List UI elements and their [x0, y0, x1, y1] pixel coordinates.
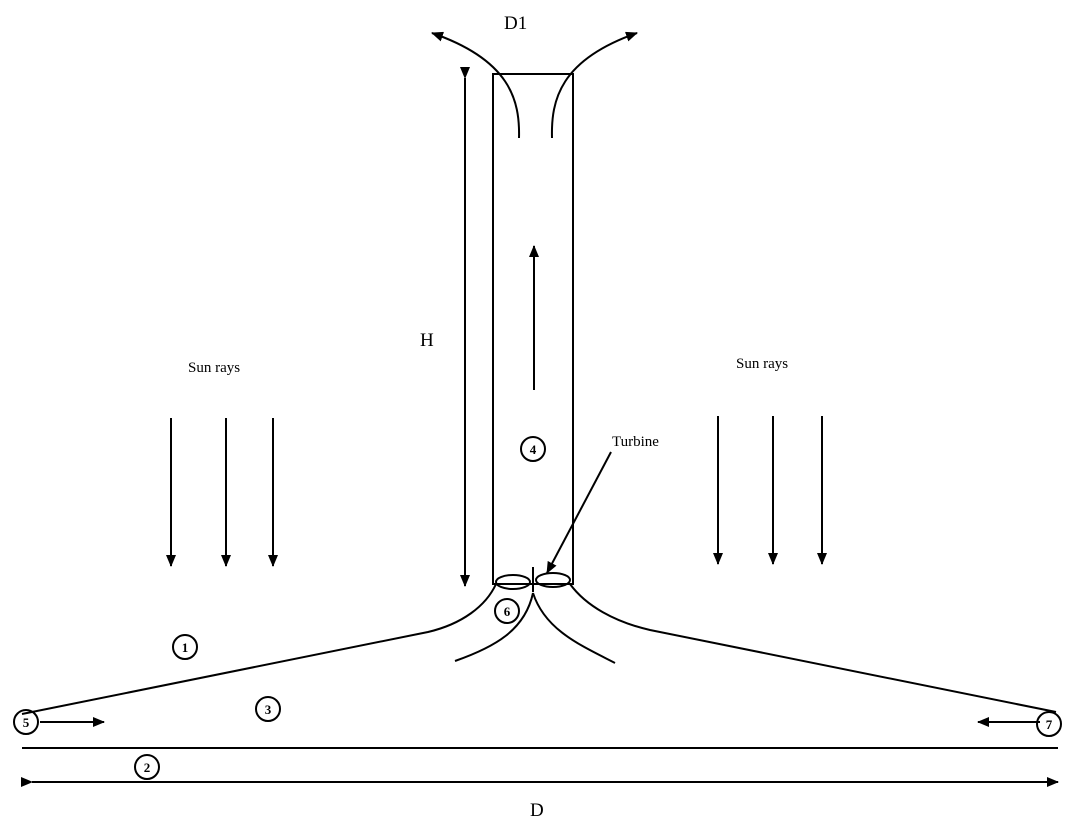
turbine-pointer-arrow — [546, 451, 612, 574]
collector-roof-left — [21, 583, 497, 715]
outlet-flow-arrow-right — [550, 31, 638, 139]
turbine-label: Turbine — [612, 434, 659, 450]
outlet-flow-arrow-left — [431, 31, 521, 139]
station-marker-1-label: 1 — [182, 640, 189, 655]
sun-rays-label-right: Sun rays — [736, 356, 789, 372]
station-marker-5-label: 5 — [23, 715, 30, 730]
inflow-curve-right — [532, 592, 616, 664]
inflow-curve-left — [454, 592, 534, 662]
station-marker-4: 4 — [520, 436, 546, 462]
station-marker-6: 6 — [494, 598, 520, 624]
diameter-label: D — [530, 800, 544, 821]
station-marker-7-label: 7 — [1046, 717, 1053, 732]
station-marker-2: 2 — [134, 754, 160, 780]
station-marker-7: 7 — [1036, 711, 1062, 737]
station-marker-4-label: 4 — [530, 442, 537, 457]
station-marker-3-label: 3 — [265, 702, 272, 717]
station-marker-3: 3 — [255, 696, 281, 722]
station-marker-1: 1 — [172, 634, 198, 660]
height-label: H — [420, 330, 434, 351]
collector-roof-right — [569, 583, 1057, 713]
sun-rays-label-left: Sun rays — [188, 360, 241, 376]
station-marker-5: 5 — [13, 709, 39, 735]
station-marker-6-label: 6 — [504, 604, 511, 619]
station-marker-2-label: 2 — [144, 760, 151, 775]
turbine-blade — [495, 574, 531, 590]
outlet-diameter-label: D1 — [504, 13, 528, 34]
